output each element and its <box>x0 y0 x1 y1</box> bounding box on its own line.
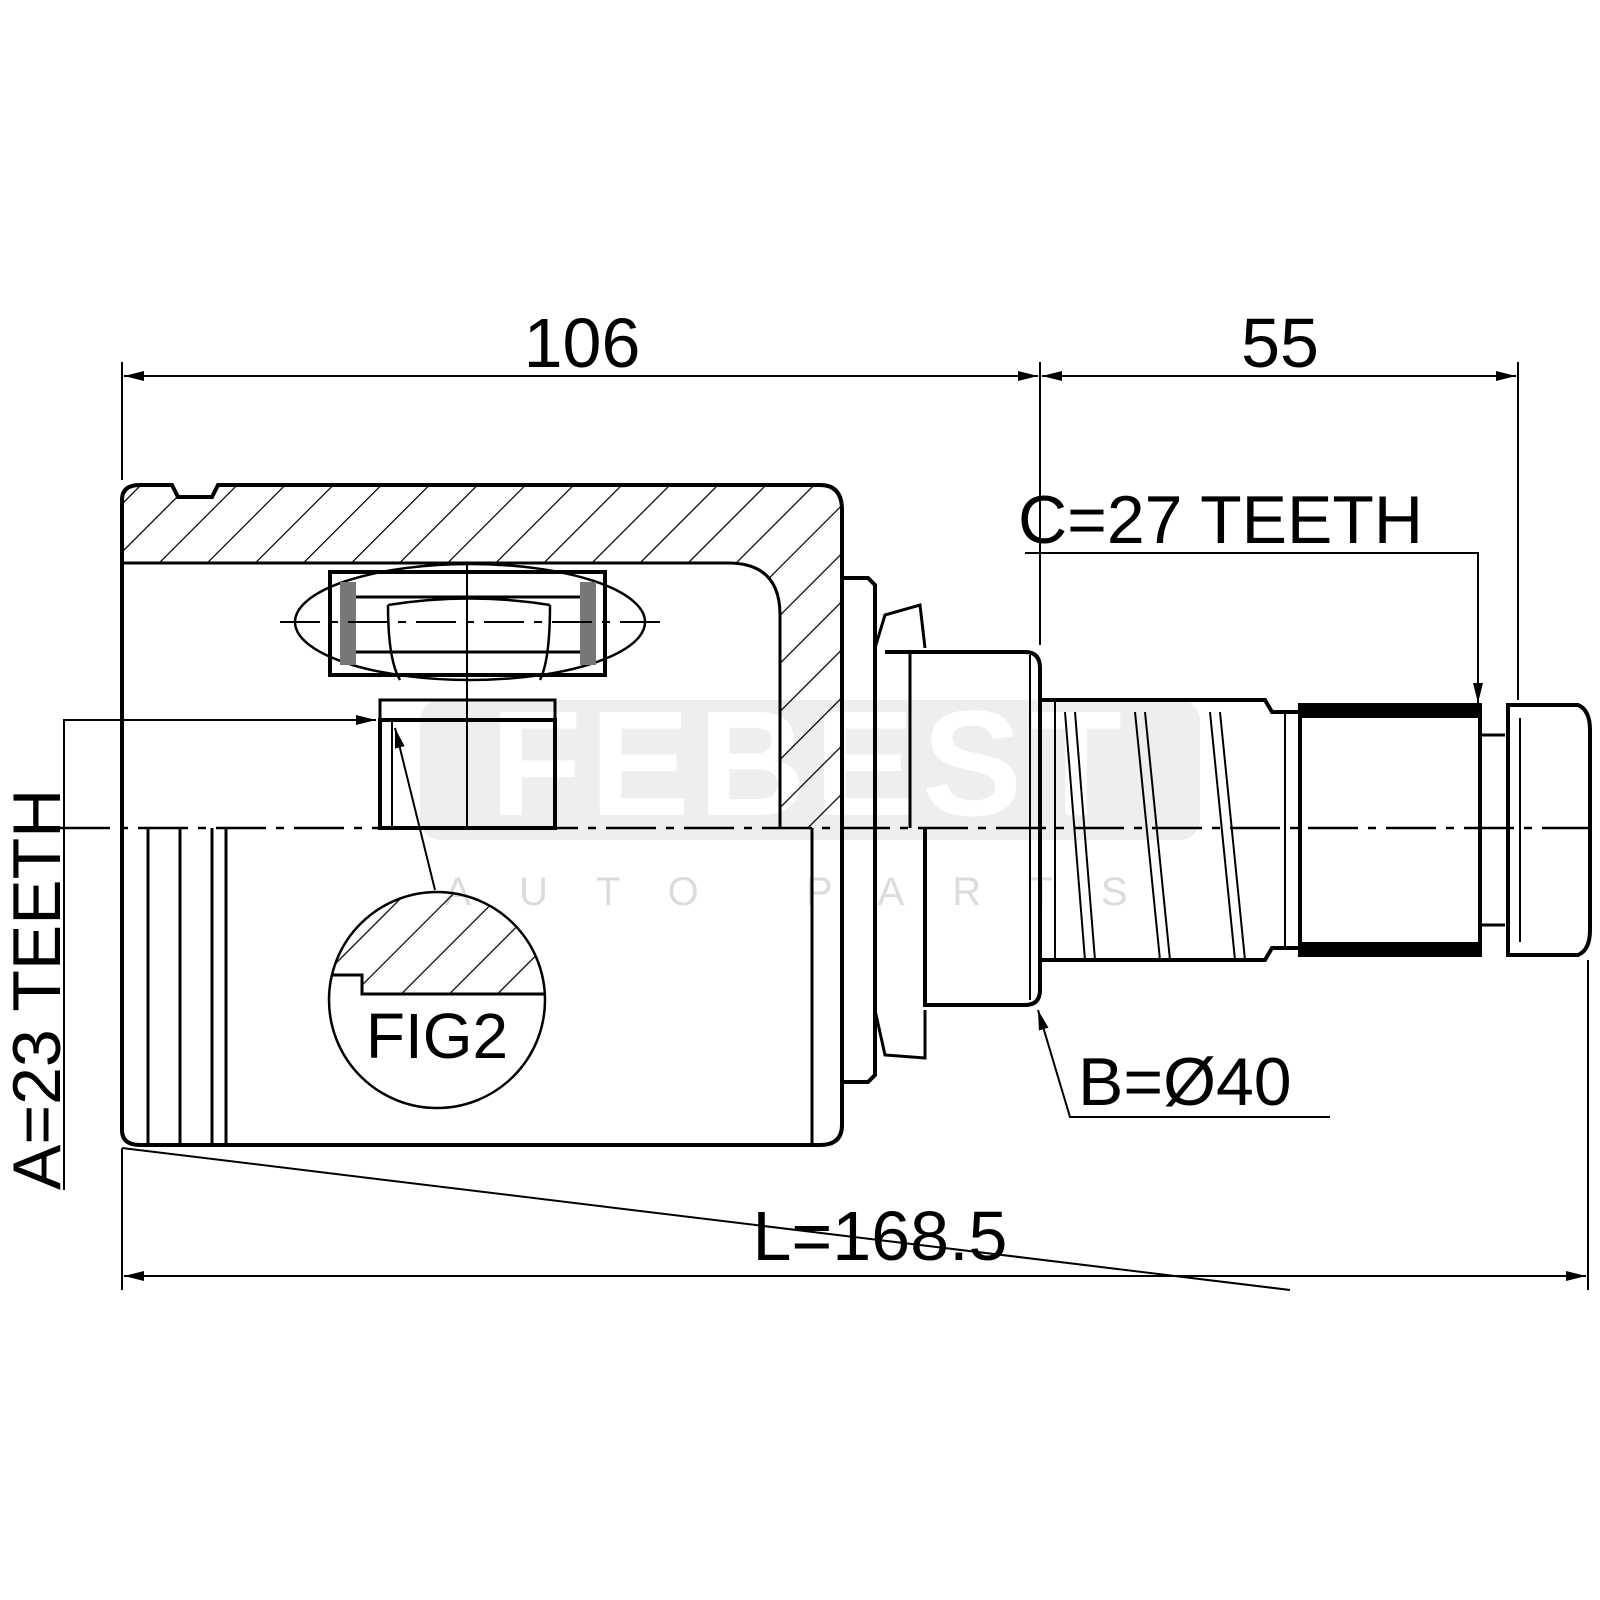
total-length-label: L=168.5 <box>753 1197 1008 1275</box>
svg-text:AUTO PARTS: AUTO PARTS <box>444 870 1175 914</box>
a-teeth-label: A=23 TEETH <box>0 789 75 1190</box>
callout-c-teeth: C=27 TEETH <box>1018 482 1483 703</box>
dimension-106: 106 <box>121 304 1041 645</box>
stub-shaft <box>842 576 1592 1084</box>
fig2-label: FIG2 <box>366 1000 508 1072</box>
callout-a-teeth: A=23 TEETH <box>0 715 376 1190</box>
dimension-55: 55 <box>1042 304 1519 700</box>
dimension-total-length: L=168.5 <box>121 960 1589 1291</box>
housing <box>120 483 844 1147</box>
callout-b-diameter: B=Ø40 <box>1037 1009 1330 1120</box>
c-teeth-label: C=27 TEETH <box>1018 482 1423 558</box>
dim-55-label: 55 <box>1241 304 1319 382</box>
dim-106-label: 106 <box>524 304 641 382</box>
tripod-roller <box>280 562 660 830</box>
b-diameter-label: B=Ø40 <box>1078 1044 1292 1120</box>
